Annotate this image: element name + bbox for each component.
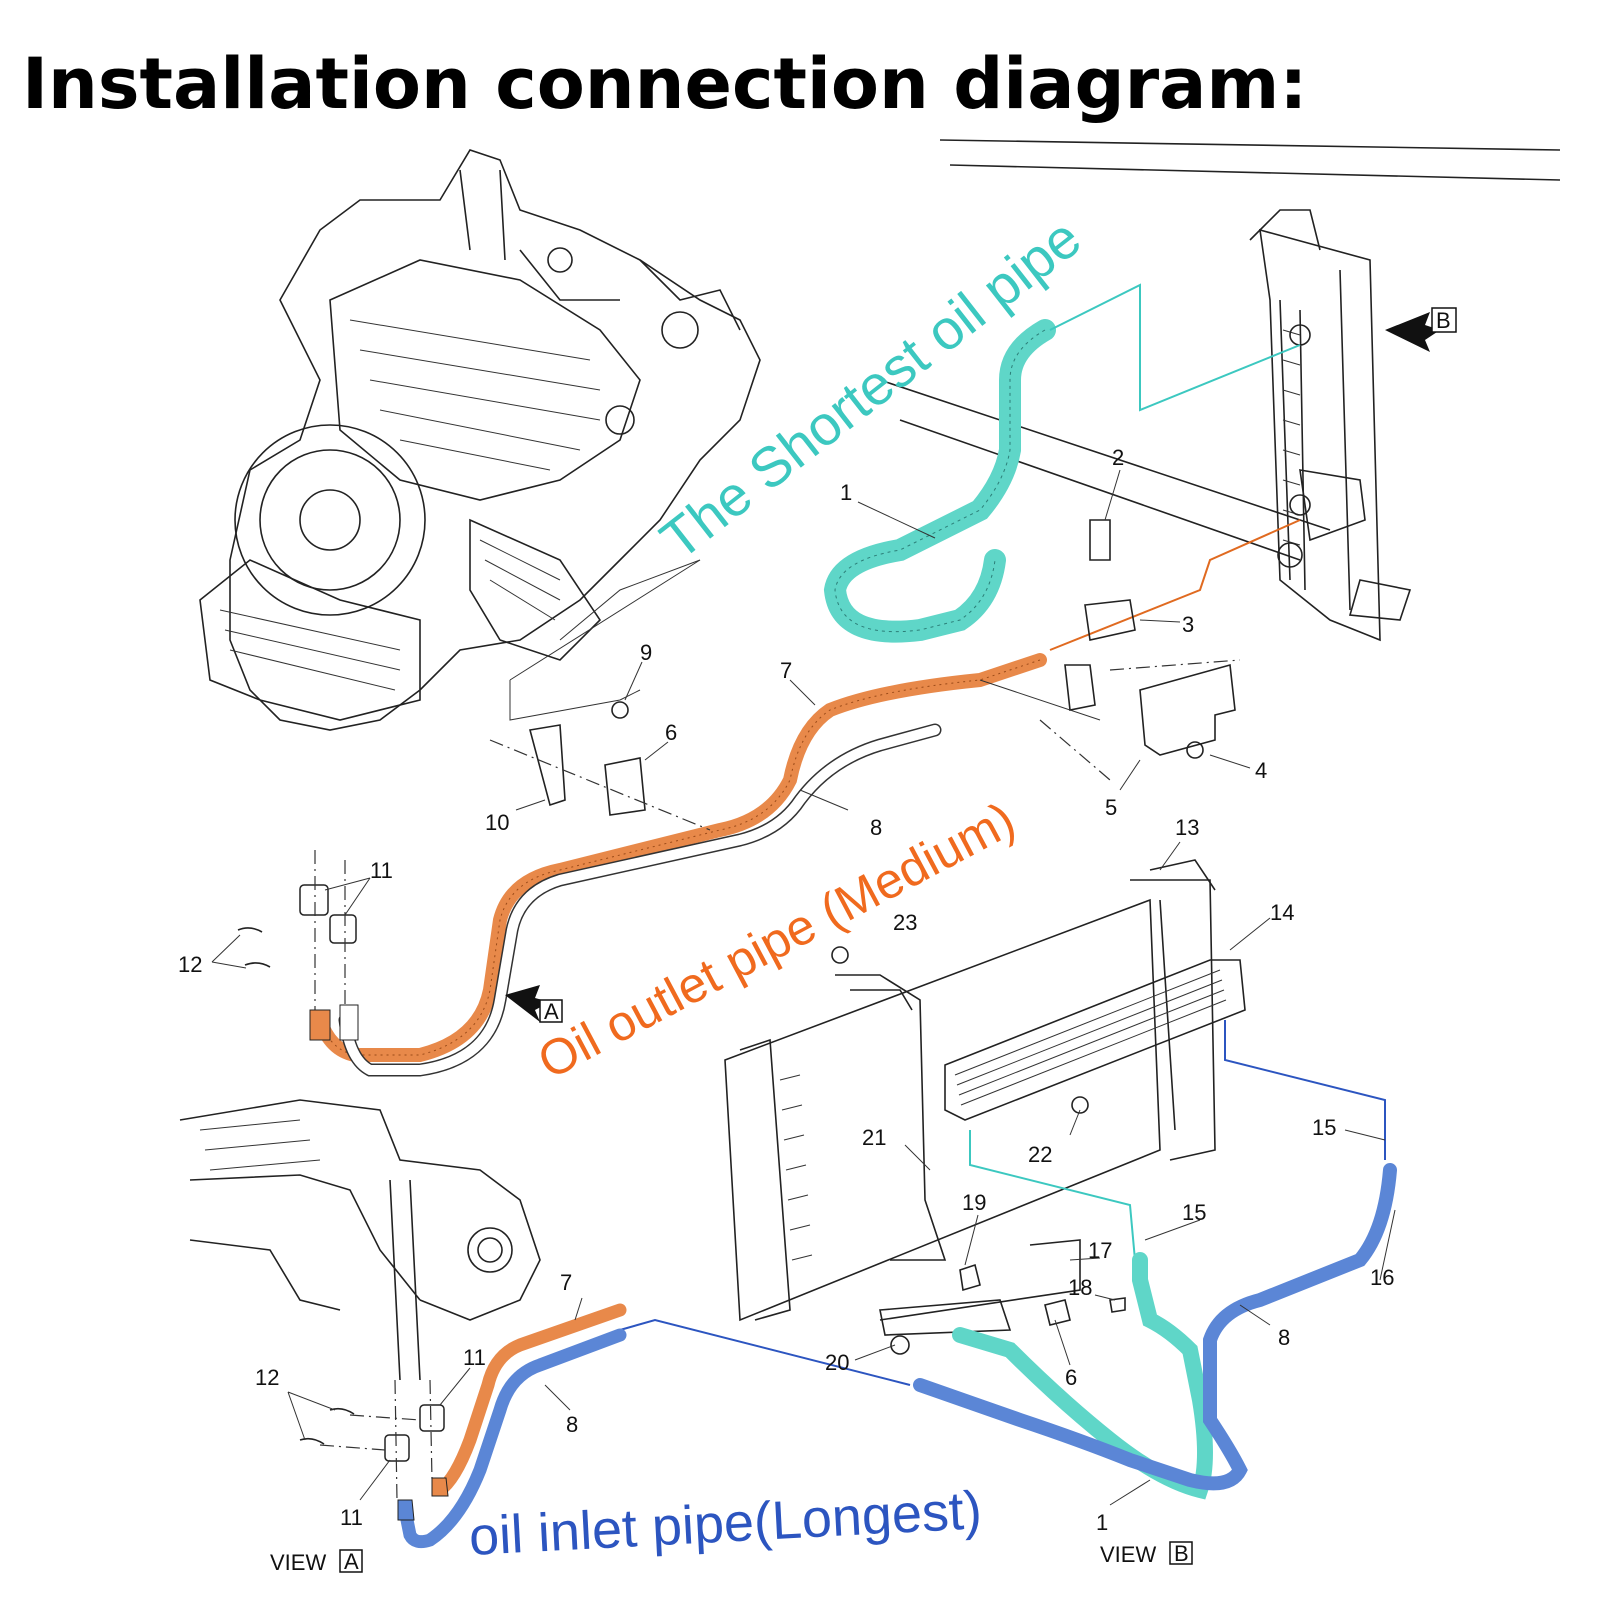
radiator-top <box>879 139 1561 642</box>
callout-numbers: 1 2 3 4 5 6 6 7 7 8 8 8 9 10 11 11 11 12… <box>178 445 1394 1535</box>
callout-15-b: 15 <box>1182 1200 1206 1225</box>
callout-11-c: 11 <box>340 1505 363 1530</box>
svg-text:B: B <box>1174 1541 1189 1566</box>
callout-13: 13 <box>1175 815 1199 840</box>
outlet-line-top <box>1049 519 1301 651</box>
annotation-shortest-pipe: The Shortest oil pipe <box>649 206 1093 572</box>
callout-7-bottom: 7 <box>560 1270 572 1295</box>
inlet-line-left <box>619 1318 911 1386</box>
callout-8-mid: 8 <box>1278 1325 1290 1350</box>
callout-7-top: 7 <box>780 658 792 683</box>
view-a-pipes <box>397 1303 627 1549</box>
shortest-line-bottom <box>969 1130 1136 1261</box>
callout-6-top: 6 <box>665 720 677 745</box>
view-b-label: VIEW B <box>1100 1541 1193 1567</box>
callout-1-bottom: 1 <box>1096 1510 1108 1535</box>
callout-5: 5 <box>1105 795 1117 820</box>
annotation-outlet-pipe: Oil outlet pipe (Medium) <box>529 791 1024 1090</box>
callout-11-a: 11 <box>370 858 393 883</box>
callout-12-a: 12 <box>178 952 202 977</box>
callout-18: 18 <box>1068 1275 1092 1300</box>
callout-23: 23 <box>893 910 917 935</box>
svg-text:VIEW: VIEW <box>270 1550 326 1575</box>
inlet-pipe-right <box>913 1163 1397 1491</box>
shortest-pipe-bottom <box>952 1252 1213 1500</box>
clips-and-brackets <box>489 519 1241 831</box>
fittings-view-a-top <box>237 850 359 1041</box>
callout-15-a: 15 <box>1312 1115 1336 1140</box>
callout-3: 3 <box>1182 612 1194 637</box>
callout-1-top: 1 <box>840 480 852 505</box>
callout-10: 10 <box>485 810 509 835</box>
view-b-arrow: B <box>1385 307 1457 352</box>
callout-11-b: 11 <box>463 1345 486 1370</box>
shortest-pipe-top <box>823 283 1301 643</box>
callout-2: 2 <box>1112 445 1124 470</box>
view-a-label: VIEW A <box>270 1549 363 1575</box>
view-a-illustration <box>179 1099 541 1501</box>
outlet-pipe-medium <box>313 653 1047 1062</box>
callout-20: 20 <box>825 1350 849 1375</box>
callout-17: 17 <box>1088 1238 1112 1263</box>
svg-text:A: A <box>544 999 559 1024</box>
radiator-bottom <box>724 859 1246 1355</box>
inlet-line-right <box>1224 1020 1386 1160</box>
callout-19: 19 <box>962 1190 986 1215</box>
callout-9: 9 <box>640 640 652 665</box>
callout-8-bottom: 8 <box>566 1412 578 1437</box>
annotation-inlet-pipe: oil inlet pipe(Longest) <box>467 1480 983 1567</box>
svg-text:VIEW: VIEW <box>1100 1542 1156 1567</box>
diagram-title: Installation connection diagram: <box>22 43 1307 125</box>
callout-21: 21 <box>862 1125 886 1150</box>
engine-illustration <box>199 149 761 731</box>
callout-8-top: 8 <box>870 815 882 840</box>
callout-12-b: 12 <box>255 1365 279 1390</box>
leader-lines <box>211 469 1396 1506</box>
view-a-arrow: A <box>505 985 563 1024</box>
callout-14: 14 <box>1270 900 1294 925</box>
callout-6-bottom: 6 <box>1065 1365 1077 1390</box>
svg-text:B: B <box>1436 308 1451 333</box>
callout-16: 16 <box>1370 1265 1394 1290</box>
svg-text:A: A <box>344 1549 359 1574</box>
callout-22: 22 <box>1028 1142 1052 1167</box>
callout-4: 4 <box>1255 758 1267 783</box>
pipe-8-white <box>338 723 942 1077</box>
